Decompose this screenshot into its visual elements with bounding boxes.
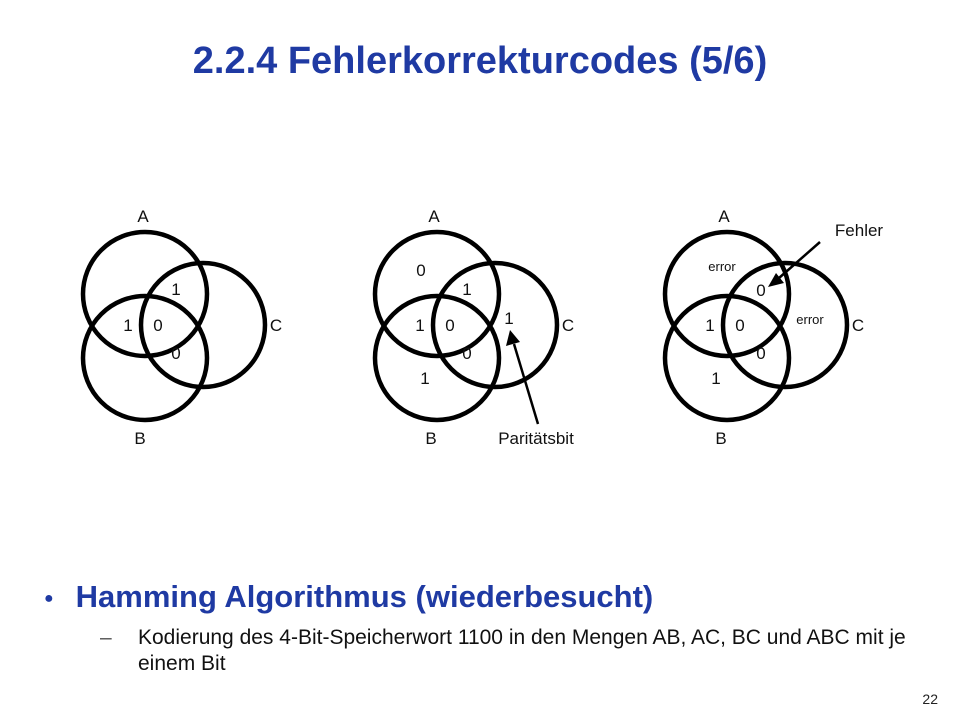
set-c-circle <box>720 260 850 390</box>
bit-ac: 1 <box>171 280 180 299</box>
bit-b-only: 1 <box>420 369 429 388</box>
label-c: C <box>270 316 282 335</box>
label-a: A <box>718 207 730 226</box>
parity-arrow-line <box>512 343 540 425</box>
set-a-circle <box>80 229 210 359</box>
bit-c-only: error <box>796 312 824 327</box>
bit-a-only: error <box>708 259 736 274</box>
page-title: 2.2.4 Fehlerkorrekturcodes (5/6) <box>192 40 768 82</box>
set-c-circle <box>430 260 560 390</box>
error-annotation: Fehler <box>835 221 884 240</box>
bit-ab: 1 <box>705 316 714 335</box>
parity-bit-annotation: Paritätsbit <box>498 429 574 448</box>
venn-diagram-3 <box>662 229 850 423</box>
venn-diagram-2 <box>372 229 560 423</box>
bit-abc: 0 <box>445 316 454 335</box>
parity-arrow-head <box>506 330 520 346</box>
label-b: B <box>715 429 726 448</box>
dash-icon: – <box>100 626 112 649</box>
set-b-circle <box>80 293 210 423</box>
set-b-circle <box>372 293 502 423</box>
sub-bullet: – Kodierung des 4-Bit-Speicherwort 1100 … <box>100 625 930 677</box>
bit-a-only: 0 <box>416 261 425 280</box>
bit-bc: 0 <box>756 344 765 363</box>
sub-bullet-text: Kodierung des 4-Bit-Speicherwort 1100 in… <box>138 626 906 675</box>
bit-ac: 1 <box>462 280 471 299</box>
bit-ab: 1 <box>415 316 424 335</box>
bullet-heading-text: Hamming Algorithmus (wiederbesucht) <box>75 579 654 614</box>
bit-ac: 0 <box>756 281 765 300</box>
bullet-dot-icon: ● <box>44 590 54 607</box>
set-b-circle <box>662 293 792 423</box>
set-c-circle <box>138 260 268 390</box>
label-a: A <box>428 207 440 226</box>
bit-abc: 0 <box>153 316 162 335</box>
error-arrow-line <box>778 241 821 279</box>
set-a-circle <box>662 229 792 359</box>
label-c: C <box>852 316 864 335</box>
error-arrow-head <box>768 273 784 287</box>
bit-bc: 0 <box>462 344 471 363</box>
bit-abc: 0 <box>735 316 744 335</box>
set-a-circle <box>372 229 502 359</box>
bullet-heading: ● Hamming Algorithmus (wiederbesucht) <box>44 579 653 615</box>
label-b: B <box>134 429 145 448</box>
bit-c-only: 1 <box>504 309 513 328</box>
bit-b-only: 1 <box>711 369 720 388</box>
label-b: B <box>425 429 436 448</box>
label-a: A <box>137 207 149 226</box>
bit-ab: 1 <box>123 316 132 335</box>
venn-diagram-1 <box>80 229 268 423</box>
label-c: C <box>562 316 574 335</box>
page-number: 22 <box>922 691 938 707</box>
bit-bc: 0 <box>171 344 180 363</box>
